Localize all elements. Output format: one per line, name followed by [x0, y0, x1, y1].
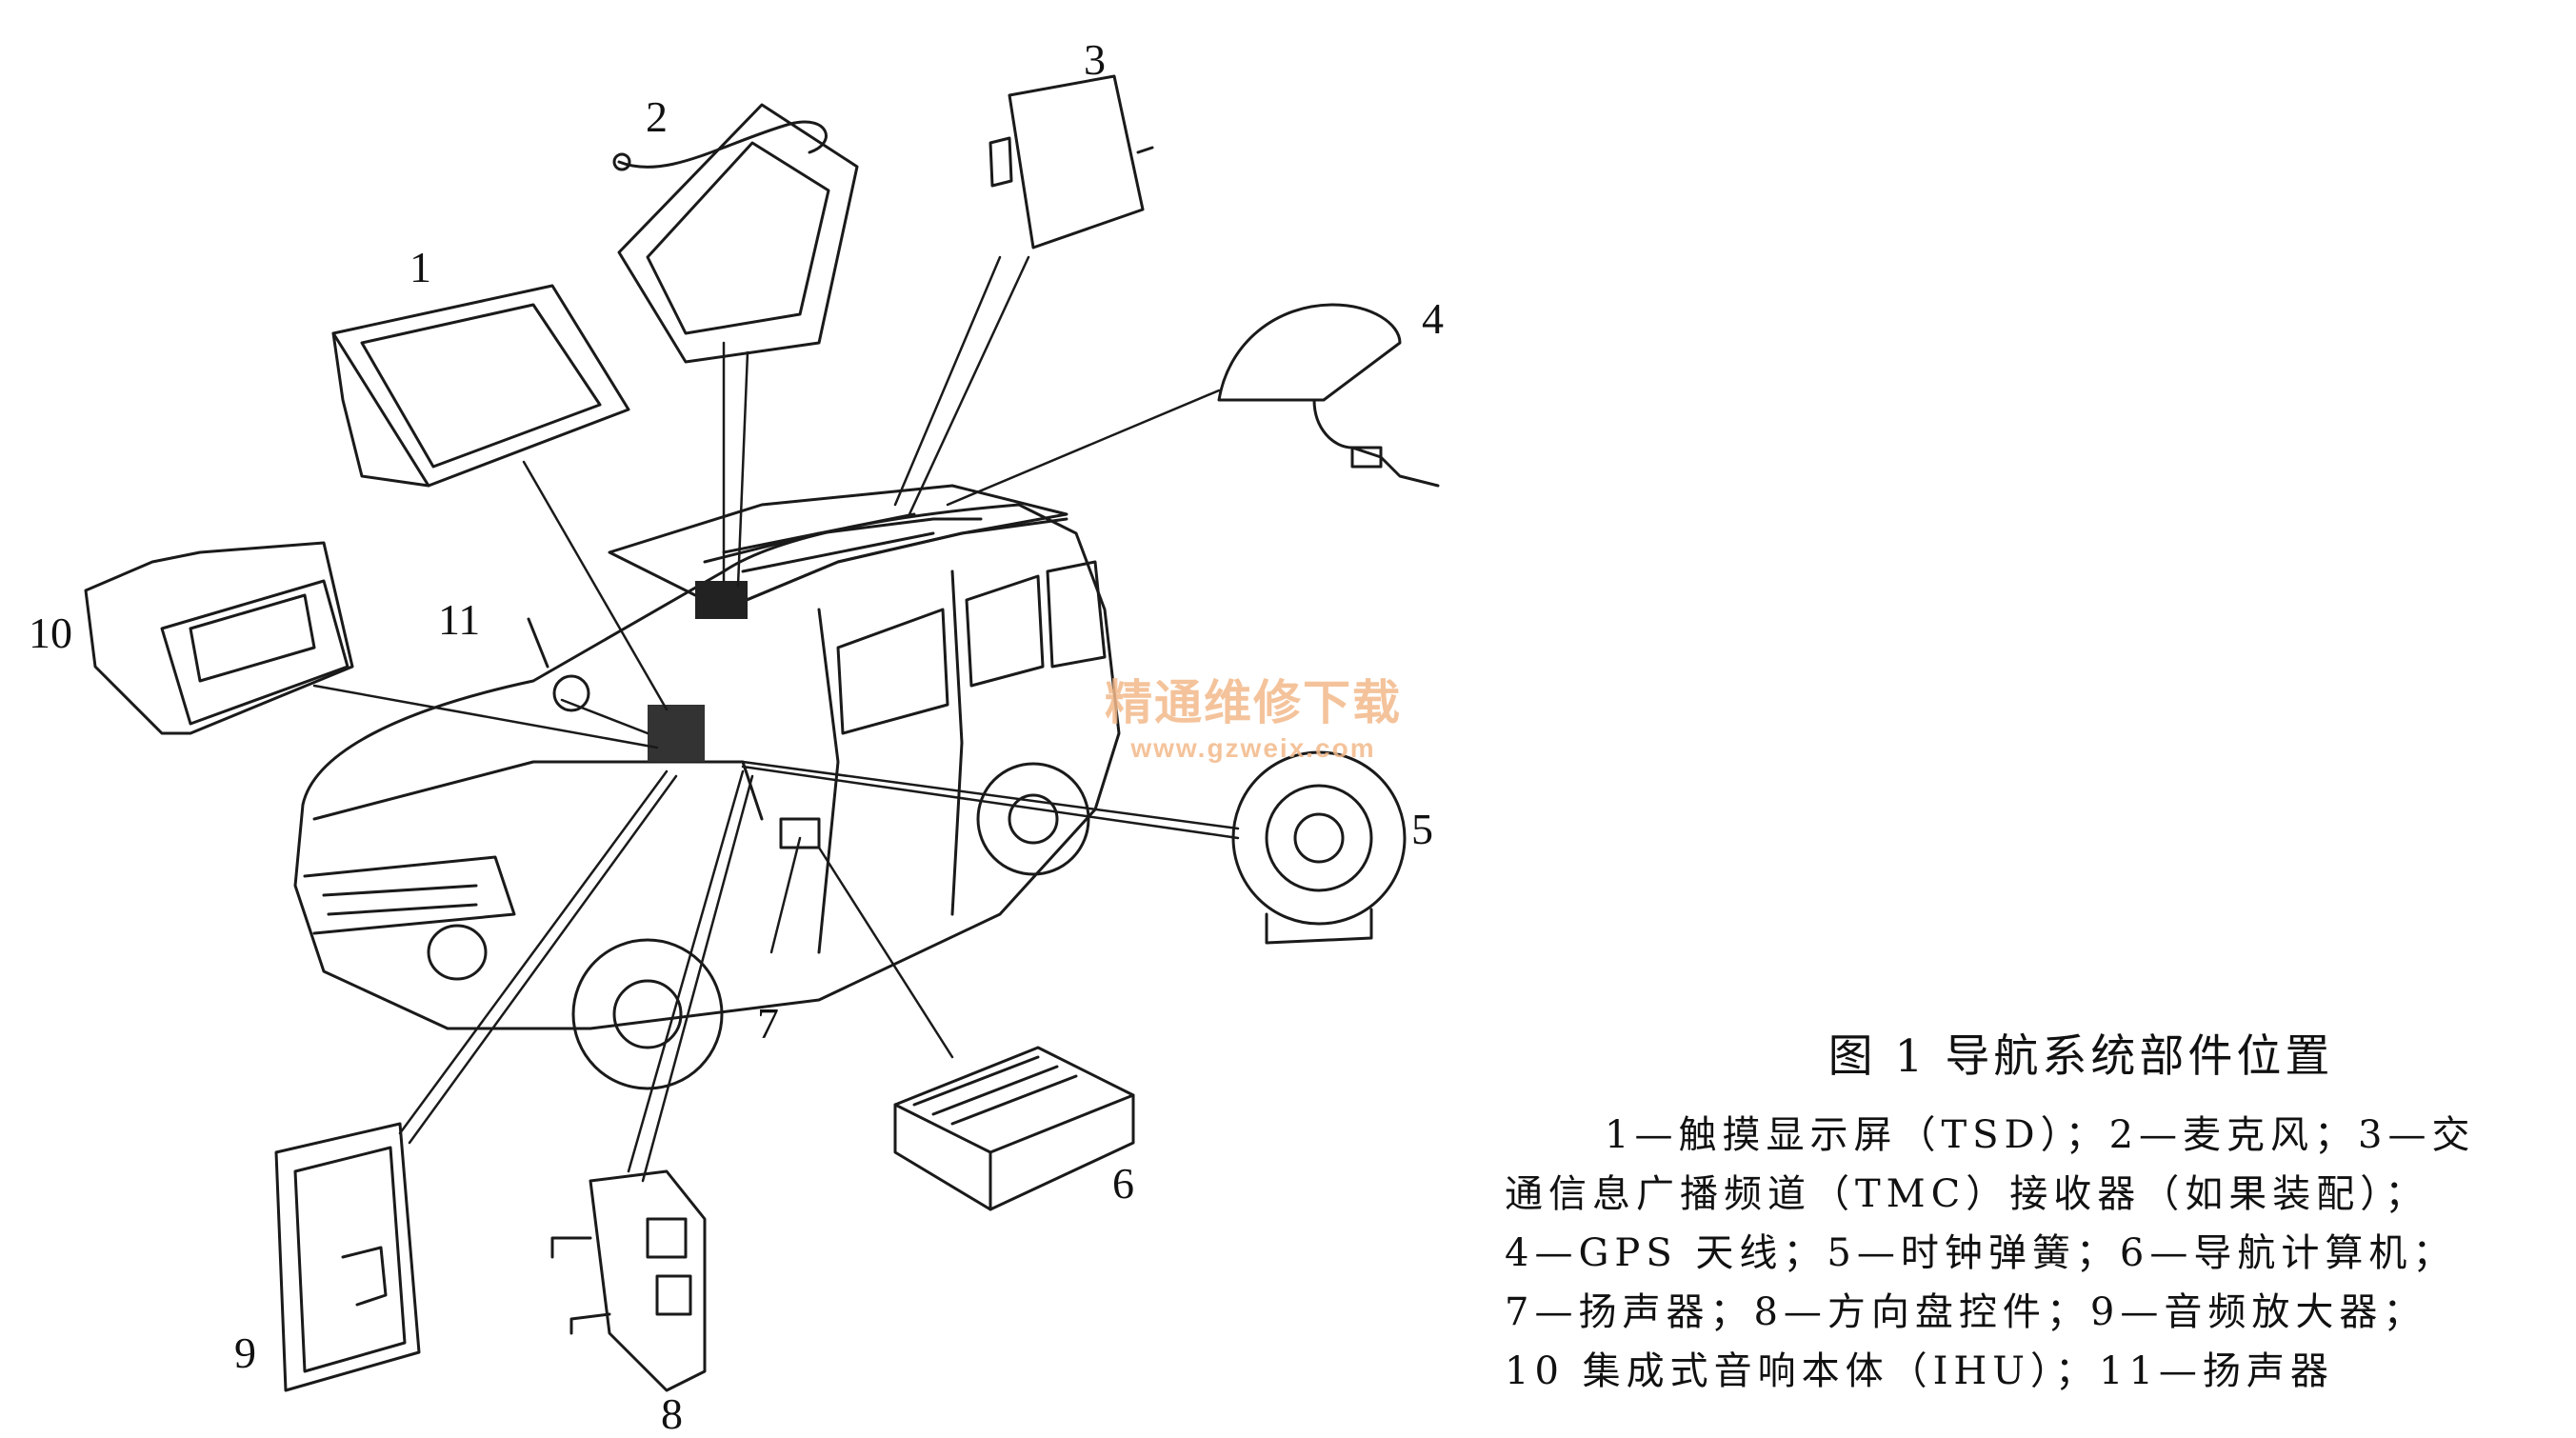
caption-title: 图 1 导航系统部件位置	[1827, 1030, 2334, 1083]
steering-controls-part	[550, 1169, 707, 1392]
figure-caption: 图 1 导航系统部件位置 1—触摸显示屏（TSD）；2—麦克风；3—交 通信息广…	[1505, 1019, 2543, 1401]
callout-7: 7	[757, 999, 779, 1048]
microphone-part	[612, 103, 859, 364]
watermark-text: 精通维修下载	[1105, 674, 1402, 730]
watermark: 精通维修下载 www.gzweix.com	[1105, 665, 1402, 764]
touch-screen-display-part	[331, 284, 630, 488]
callout-11: 11	[438, 595, 481, 644]
callout-8: 8	[661, 1389, 683, 1438]
ihu-part	[84, 541, 354, 735]
caption-line: 10 集成式音响本体（IHU）；11—扬声器	[1505, 1349, 2334, 1393]
caption-line: 7—扬声器；8—方向盘控件；9—音频放大器；	[1505, 1290, 2427, 1334]
callout-5: 5	[1411, 805, 1433, 853]
navigation-component-diagram: 1 2 3 4 5 6 7 8 9 10 11 精通维修下载 www.gzwei…	[0, 0, 1486, 1436]
navigation-computer-part	[893, 1046, 1135, 1211]
callout-2: 2	[646, 92, 668, 141]
speaker-11-part	[527, 617, 590, 712]
tmc-receiver-part	[988, 74, 1154, 250]
callout-1: 1	[409, 243, 431, 291]
leader-lines	[312, 255, 1240, 1183]
callout-3: 3	[1084, 35, 1106, 84]
callout-4: 4	[1422, 294, 1444, 343]
vehicle-illustration	[293, 484, 1121, 1090]
caption-line: 通信息广播频道（TMC）接收器（如果装配）；	[1505, 1172, 2429, 1216]
speaker-7-part	[779, 817, 821, 849]
callout-10: 10	[29, 609, 72, 657]
caption-line: 1—触摸显示屏（TSD）；2—麦克风；3—交	[1605, 1113, 2476, 1157]
callout-9: 9	[234, 1328, 256, 1377]
audio-amplifier-part	[274, 1122, 421, 1392]
caption-line: 4—GPS 天线；5—时钟弹簧；6—导航计算机；	[1505, 1231, 2457, 1275]
watermark-url: www.gzweix.com	[1130, 733, 1376, 763]
callout-6: 6	[1112, 1159, 1134, 1208]
clock-spring-part	[1231, 750, 1407, 945]
gps-antenna-part	[1217, 303, 1440, 488]
